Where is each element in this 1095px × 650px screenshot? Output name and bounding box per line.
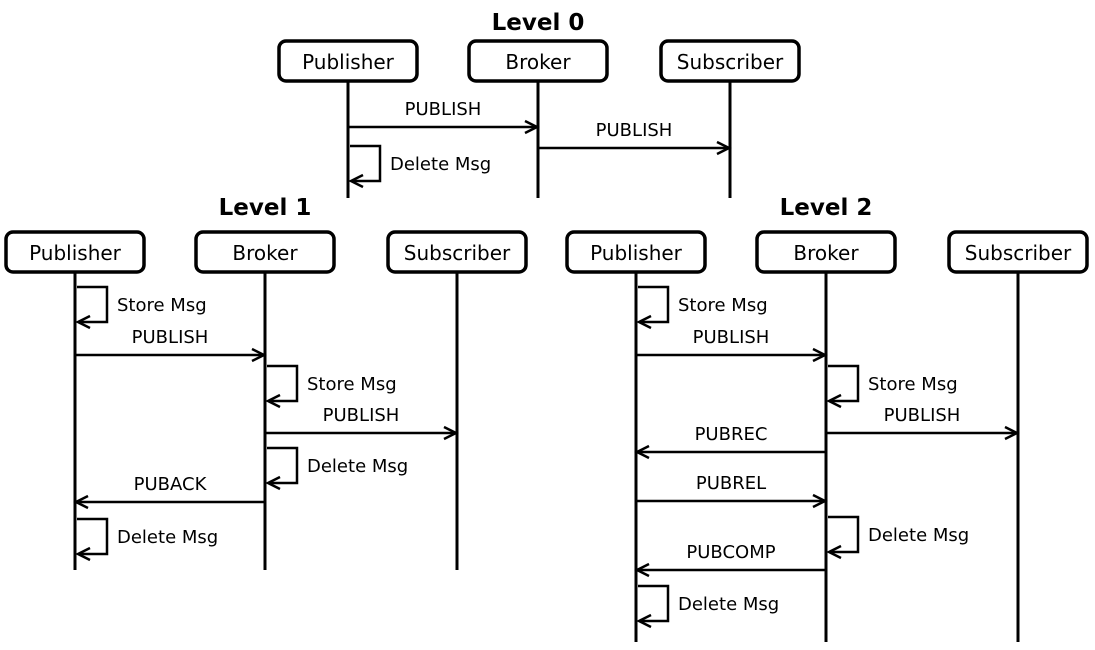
level-title: Level 1 xyxy=(219,195,312,221)
self-message-arrow xyxy=(638,285,670,324)
publish-label: PUBLISH xyxy=(405,99,482,120)
arrowhead xyxy=(73,494,89,510)
self-message-arrow xyxy=(828,515,860,554)
delete-msg-label: Delete Msg xyxy=(868,525,969,546)
subscriber-actor-label: Subscriber xyxy=(677,50,784,74)
pubcomp-label: PUBCOMP xyxy=(686,542,775,563)
publisher-actor-box xyxy=(277,39,419,83)
publish-label: PUBLISH xyxy=(884,405,961,426)
broker-actor-label: Broker xyxy=(232,241,298,265)
subscriber-actor-box xyxy=(386,230,528,274)
subscriber-actor-box xyxy=(947,230,1089,274)
arrowhead xyxy=(443,425,459,441)
pubrel-label: PUBREL xyxy=(696,473,766,494)
arrowhead xyxy=(716,140,732,156)
arrowhead xyxy=(826,544,842,560)
subscriber-actor-box xyxy=(659,39,801,83)
pubrec-label: PUBREC xyxy=(695,424,768,445)
self-message-arrow xyxy=(828,364,860,403)
broker-actor-box xyxy=(194,230,336,274)
publisher-actor-label: Publisher xyxy=(29,241,122,265)
self-message-arrow xyxy=(77,517,109,556)
subscriber-actor-label: Subscriber xyxy=(965,241,1072,265)
broker-actor-box xyxy=(467,39,609,83)
publisher-actor-box xyxy=(565,230,707,274)
store-msg-label: Store Msg xyxy=(678,295,768,316)
self-message-arrow xyxy=(638,584,670,623)
arrowhead xyxy=(1004,425,1020,441)
publisher-actor-label: Publisher xyxy=(302,50,395,74)
delete-msg-label: Delete Msg xyxy=(390,154,491,175)
self-message-arrow xyxy=(77,285,109,324)
puback-label: PUBACK xyxy=(134,474,208,495)
subscriber-actor-label: Subscriber xyxy=(404,241,511,265)
arrowhead xyxy=(636,613,652,629)
publish-label: PUBLISH xyxy=(596,120,673,141)
store-msg-label: Store Msg xyxy=(307,374,397,395)
arrowhead xyxy=(75,314,91,330)
arrowhead xyxy=(634,444,650,460)
publisher-actor-label: Publisher xyxy=(590,241,683,265)
arrowhead xyxy=(265,475,281,491)
arrowhead xyxy=(348,173,364,189)
arrowhead xyxy=(75,546,91,562)
publish-label: PUBLISH xyxy=(132,327,209,348)
level-title: Level 2 xyxy=(780,195,873,221)
arrowhead xyxy=(634,562,650,578)
self-message-arrow xyxy=(267,364,299,403)
arrowhead xyxy=(812,347,828,363)
publish-label: PUBLISH xyxy=(693,327,770,348)
delete-msg-label: Delete Msg xyxy=(307,456,408,477)
level-title: Level 0 xyxy=(492,10,585,36)
store-msg-label: Store Msg xyxy=(868,374,958,395)
arrowhead xyxy=(251,347,267,363)
arrowhead xyxy=(826,393,842,409)
publish-label: PUBLISH xyxy=(323,405,400,426)
publisher-actor-box xyxy=(4,230,146,274)
arrowhead xyxy=(265,393,281,409)
arrowhead xyxy=(812,493,828,509)
self-message-arrow xyxy=(350,144,382,183)
broker-actor-label: Broker xyxy=(793,241,859,265)
arrowhead xyxy=(636,314,652,330)
arrowhead xyxy=(524,119,540,135)
delete-msg-label: Delete Msg xyxy=(678,594,779,615)
self-message-arrow xyxy=(267,446,299,485)
delete-msg-label: Delete Msg xyxy=(117,527,218,548)
store-msg-label: Store Msg xyxy=(117,295,207,316)
broker-actor-box xyxy=(755,230,897,274)
broker-actor-label: Broker xyxy=(505,50,571,74)
